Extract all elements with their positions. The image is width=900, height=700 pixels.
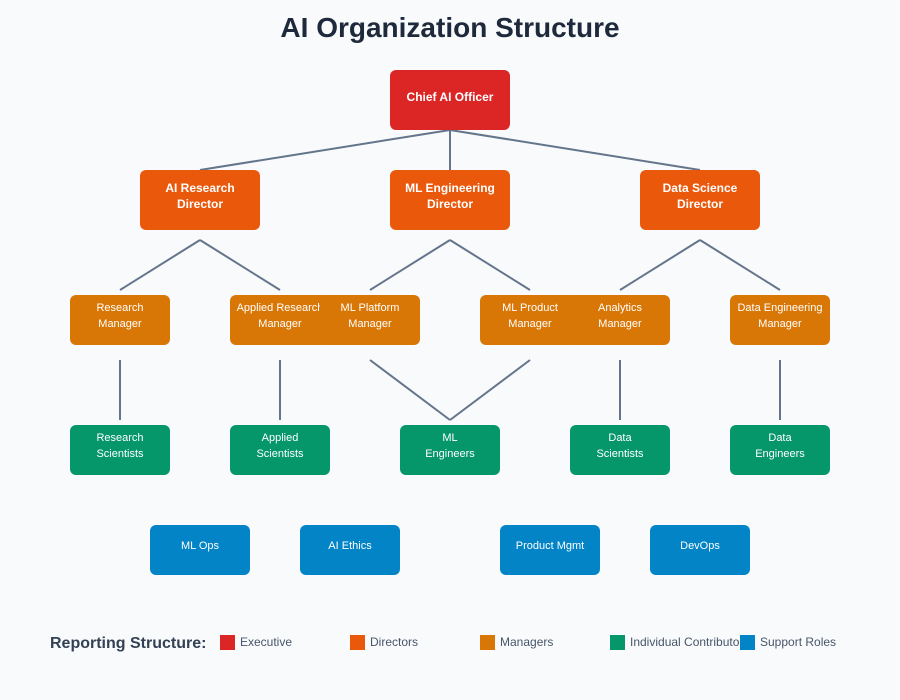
node-label: Director	[176, 197, 223, 211]
legend-swatch	[610, 635, 625, 650]
connector-line	[199, 129, 451, 171]
node-label: ML Platform	[340, 302, 400, 314]
connector-line	[119, 239, 201, 291]
node-label: Analytics	[597, 302, 643, 314]
node-applied-scientists[interactable]: Applied Scientists	[230, 425, 330, 475]
node-label: Research	[96, 432, 144, 444]
node-label: Manager	[758, 318, 802, 330]
node-label: DevOps	[680, 540, 720, 552]
node-label: Director	[676, 197, 723, 211]
legend-swatch	[220, 635, 235, 650]
legend-label: Individual Contributors	[630, 635, 750, 649]
node-label: ML	[442, 432, 458, 444]
node-label: ML Ops	[180, 540, 220, 552]
connector-line	[199, 239, 281, 291]
node-label: Data	[608, 432, 632, 444]
legend-label: Support Roles	[760, 635, 837, 649]
node-ml-engineers[interactable]: ML Engineers	[400, 425, 500, 475]
legend-swatch	[480, 635, 495, 650]
legend-swatch	[740, 635, 755, 650]
node-product-mgmt[interactable]: Product Mgmt	[500, 525, 600, 575]
node-label: Data Engineering	[737, 302, 823, 314]
node-label: Engineers	[755, 448, 805, 460]
node-label: Product Mgmt	[515, 540, 585, 552]
node-label: ML Engineering	[405, 181, 495, 195]
legend-label: Executive	[240, 635, 293, 649]
node-analytics-manager[interactable]: Analytics Manager	[570, 295, 670, 345]
node-label: Scientists	[256, 448, 304, 460]
legend-title: Reporting Structure:	[50, 635, 207, 652]
node-chief-ai-officer[interactable]: Chief AI Officer	[390, 70, 510, 130]
diagram-title: AI Organization Structure	[280, 12, 620, 43]
node-data-scientists[interactable]: Data Scientists	[570, 425, 670, 475]
node-label: Engineers	[425, 448, 475, 460]
node-label: Scientists	[596, 448, 644, 460]
node-ai-ethics[interactable]: AI Ethics	[300, 525, 400, 575]
node-data-science-director[interactable]: Data Science Director	[640, 170, 760, 230]
node-ai-research-director[interactable]: AI Research Director	[140, 170, 260, 230]
node-label: Manager	[348, 318, 392, 330]
node-label: Manager	[98, 318, 142, 330]
node-applied-research-manager[interactable]: Applied Research Manager	[230, 295, 330, 345]
node-ml-ops[interactable]: ML Ops	[150, 525, 250, 575]
node-label: Manager	[598, 318, 642, 330]
node-research-manager[interactable]: Research Manager	[70, 295, 170, 345]
node-data-engineering-manager[interactable]: Data Engineering Manager	[730, 295, 830, 345]
node-label: Chief AI Officer	[406, 90, 494, 104]
node-label: Data Science	[662, 181, 738, 195]
node-label: Manager	[258, 318, 302, 330]
connector-line	[449, 359, 531, 421]
node-research-scientists[interactable]: Research Scientists	[70, 425, 170, 475]
node-label: AI Research	[165, 181, 235, 195]
legend-label: Directors	[370, 635, 419, 649]
node-label: Research	[96, 302, 144, 314]
node-label: Manager	[508, 318, 552, 330]
node-label: ML Product	[502, 302, 558, 314]
legend-swatch	[350, 635, 365, 650]
connector-line	[369, 359, 451, 421]
node-ml-engineering-director[interactable]: ML Engineering Director	[390, 170, 510, 230]
connector-line	[449, 129, 701, 171]
node-data-engineers[interactable]: Data Engineers	[730, 425, 830, 475]
connector-line	[619, 239, 701, 291]
node-ml-product-manager[interactable]: ML Product Manager	[480, 295, 580, 345]
node-label: Applied Research	[236, 302, 324, 314]
node-label: Scientists	[96, 448, 144, 460]
node-devops[interactable]: DevOps	[650, 525, 750, 575]
connector-line	[449, 239, 531, 291]
node-ml-platform-manager[interactable]: ML Platform Manager	[320, 295, 420, 345]
node-label: Applied	[261, 432, 299, 444]
connector-line	[699, 239, 781, 291]
legend-label: Managers	[500, 635, 554, 649]
connector-line	[369, 239, 451, 291]
node-label: Director	[426, 197, 473, 211]
node-label: Data	[768, 432, 792, 444]
node-label: AI Ethics	[328, 540, 372, 552]
